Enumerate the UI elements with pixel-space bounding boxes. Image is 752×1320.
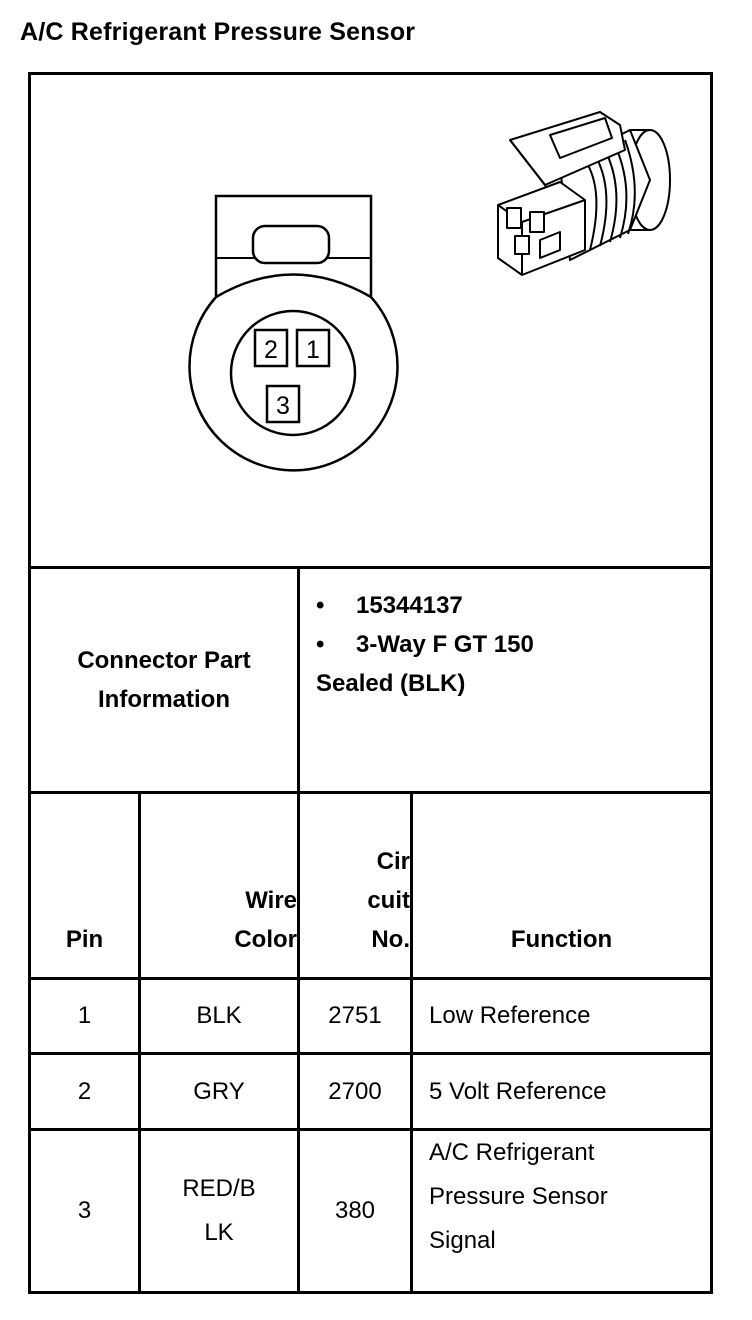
divider xyxy=(28,1128,713,1131)
header-wire-color-line2: Color xyxy=(234,926,297,953)
connector-illustration xyxy=(497,111,671,276)
divider xyxy=(28,977,713,980)
table-cell-wire-color: GRY xyxy=(193,1077,245,1105)
function-line3: Signal xyxy=(429,1227,496,1254)
divider xyxy=(28,566,713,569)
header-circuit-line1: Cir xyxy=(376,848,410,875)
table-cell-function: A/C Refrigerant Pressure Sensor Signal xyxy=(413,1131,710,1291)
wire-color-line2: LK xyxy=(204,1219,234,1246)
header-circuit-line3: No. xyxy=(371,926,410,953)
header-wire-color: Wire Color xyxy=(141,794,297,977)
function-line1: A/C Refrigerant xyxy=(429,1139,595,1166)
table-cell-function: Low Reference xyxy=(429,1002,591,1029)
header-wire-color-line1: Wire xyxy=(245,887,297,914)
connector-face-diagram: 2 1 3 xyxy=(188,194,399,472)
header-pin: Pin xyxy=(31,794,138,977)
table-cell-circuit: 380 xyxy=(334,1197,376,1224)
header-circuit-line2: cuit xyxy=(367,887,410,914)
divider xyxy=(410,791,413,1294)
connector-part-info-values: • 15344137 • 3-Way F GT 150 Sealed (BLK) xyxy=(316,586,534,703)
header-circuit-no: Cir cuit No. xyxy=(300,794,410,977)
pin-label: 1 xyxy=(306,336,320,364)
table-cell-function: 5 Volt Reference xyxy=(429,1077,607,1105)
list-item: • 3-Way F GT 150 xyxy=(316,625,534,664)
header-function-label: Function xyxy=(510,926,613,953)
divider xyxy=(297,566,300,1294)
connector-part-info-label-line1: Connector Part xyxy=(77,647,251,674)
divider xyxy=(28,1052,713,1055)
divider xyxy=(28,791,713,794)
wire-color-line1: RED/B xyxy=(182,1175,256,1202)
table-cell-circuit: 2751 xyxy=(328,1002,382,1029)
function-line2: Pressure Sensor xyxy=(429,1183,608,1210)
part-number: 15344137 xyxy=(356,592,463,619)
connector-description-cont: Sealed (BLK) xyxy=(316,670,466,697)
pin-label: 2 xyxy=(264,336,278,364)
table-cell-circuit: 2700 xyxy=(328,1077,382,1105)
table-cell-pin: 2 xyxy=(77,1077,92,1105)
header-pin-label: Pin xyxy=(65,926,104,953)
connector-table xyxy=(28,72,713,1294)
table-cell-pin: 1 xyxy=(77,1002,92,1029)
table-cell-wire-color: BLK xyxy=(196,1002,242,1029)
divider xyxy=(138,791,141,1294)
pin-label: 3 xyxy=(276,392,290,420)
table-cell-pin: 3 xyxy=(77,1197,92,1224)
header-function: Function xyxy=(413,794,710,977)
table-cell-wire-color: RED/B LK xyxy=(141,1131,297,1291)
list-item: • 15344137 xyxy=(316,586,534,625)
connector-part-info-label-line2: Information xyxy=(98,686,230,713)
connector-part-info-label: Connector Part Information xyxy=(31,569,297,791)
connector-description: 3-Way F GT 150 xyxy=(356,631,534,658)
page-title: A/C Refrigerant Pressure Sensor xyxy=(20,18,416,46)
